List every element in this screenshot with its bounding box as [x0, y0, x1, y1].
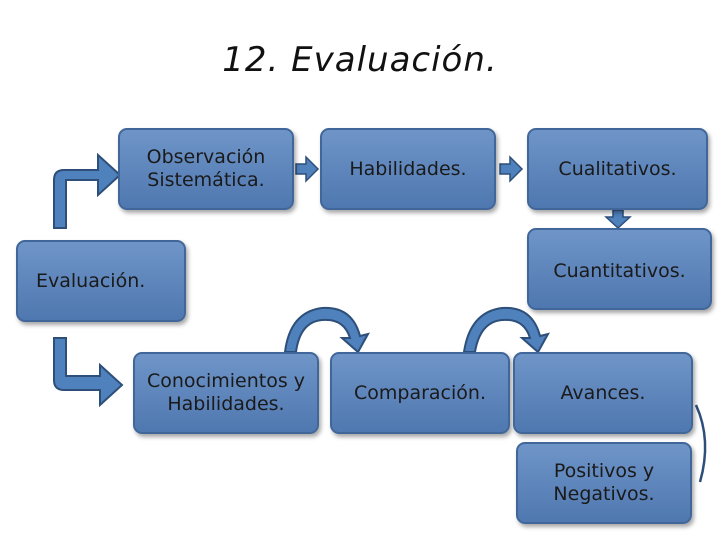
box-positivos-label: Positivos y Negativos.	[553, 460, 655, 505]
box-cualitativos-label: Cualitativos.	[558, 157, 677, 180]
box-positivos: Positivos y Negativos.	[516, 442, 692, 524]
box-habilidades: Habilidades.	[320, 128, 496, 210]
box-habilidades-label: Habilidades.	[349, 157, 467, 180]
box-conocimientos: Conocimientos y Habilidades.	[133, 352, 319, 434]
box-observacion: Observación Sistemática.	[118, 128, 294, 210]
bent-up-arrow-icon	[53, 152, 122, 229]
box-comparacion-label: Comparación.	[354, 381, 486, 404]
box-comparacion: Comparación.	[330, 352, 510, 434]
down-arrow-icon	[604, 209, 632, 230]
box-cuantitativos: Cuantitativos.	[527, 228, 712, 310]
box-avances-label: Avances.	[560, 381, 646, 404]
box-evaluacion: Evaluación.	[16, 240, 186, 322]
right-arrow-icon	[499, 155, 524, 183]
box-cuantitativos-label: Cuantitativos.	[553, 260, 686, 282]
page-title: 12. Evaluación.	[222, 40, 498, 80]
box-evaluacion-label: Evaluación.	[36, 269, 146, 292]
box-avances: Avances.	[513, 352, 693, 434]
curved-arrow-icon	[283, 306, 370, 354]
right-arrow-icon	[295, 155, 320, 183]
bent-down-arrow-icon	[53, 337, 124, 408]
curved-arrow-icon	[462, 306, 550, 354]
box-cualitativos: Cualitativos.	[527, 128, 708, 210]
box-conocimientos-label: Conocimientos y Habilidades.	[146, 370, 306, 415]
box-observacion-label: Observación Sistemática.	[146, 146, 266, 191]
bracket-connector-icon	[694, 404, 707, 483]
